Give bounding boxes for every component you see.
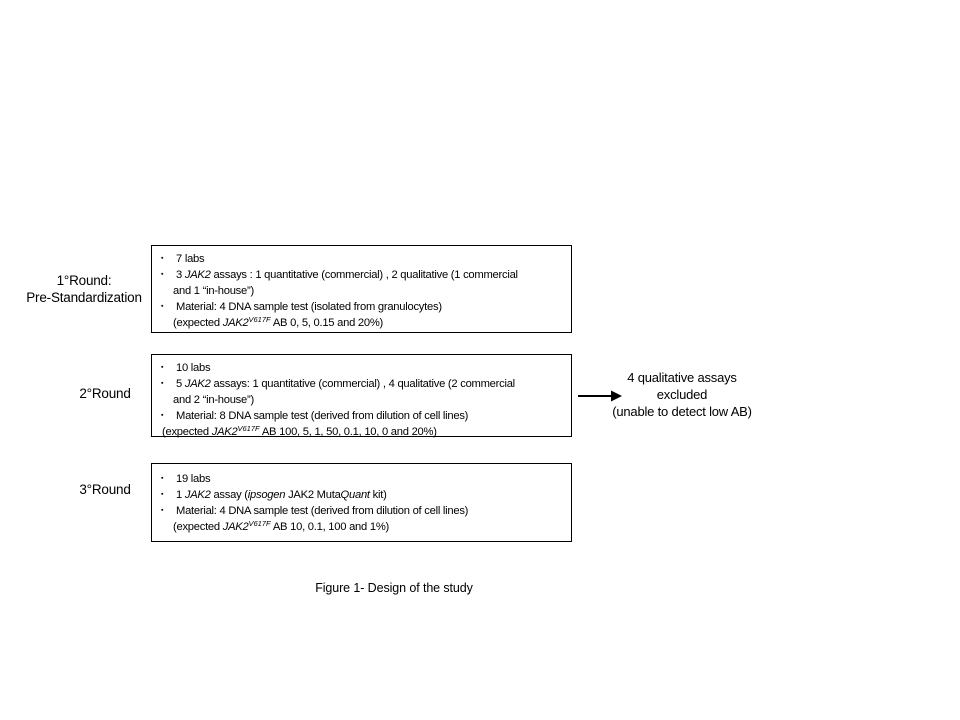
round-1-label: 1°Round: Pre-Standardization [10, 272, 158, 306]
text-segment: JAK2 [222, 317, 249, 329]
text-segment: AB 0, 5, 0.15 and 20%) [270, 317, 384, 329]
text-segment: 1 [176, 489, 185, 501]
text-segment: 7 labs [176, 253, 205, 265]
text-segment: JAK2 [184, 489, 211, 501]
text-segment: 3 [176, 269, 185, 281]
exclusion-note: 4 qualitative assays excluded (unable to… [592, 369, 772, 420]
text-segment: Quant [340, 489, 370, 501]
bullet-line: ▪ 1 JAK2 assay (ipsogen JAK2 MutaQuant ki… [152, 487, 571, 503]
bullet-marker-icon: ▪ [161, 380, 164, 387]
round-1-label-line2: Pre-Standardization [26, 290, 142, 305]
text-segment: AB 10, 0.1, 100 and 1%) [270, 521, 390, 533]
exclusion-note-line2: excluded [656, 387, 708, 402]
round-1-box: ▪ 7 labs ▪ 3 JAK2 assays : 1 quantitative (… [151, 245, 572, 333]
text-segment: assay ( [210, 489, 248, 501]
continuation-line: and 1 “in-house”) [152, 283, 571, 299]
text-segment: and 1 “in-house”) [173, 285, 254, 297]
round-2-box: ▪ 10 labs ▪ 5 JAK2 assays: 1 quantitative (… [151, 354, 572, 438]
text-segment: V617F [248, 519, 271, 528]
bullet-line: ▪ 3 JAK2 assays : 1 quantitative (commerc… [152, 267, 571, 283]
exclusion-note-line3: (unable to detect low AB) [612, 404, 752, 419]
bullet-line: ▪ 5 JAK2 assays: 1 quantitative (commerci… [152, 376, 571, 392]
continuation-line: (expected JAK2V617F AB 100, 5, 1, 50, 0.… [152, 424, 571, 441]
text-segment: 19 labs [176, 473, 211, 485]
bullet-marker-icon: ▪ [161, 255, 164, 262]
round-3-box: ▪ 19 labs ▪ 1 JAK2 assay (ipsogen JAK2 Muta… [151, 463, 572, 542]
bullet-marker-icon: ▪ [161, 303, 164, 310]
text-segment: Material: 8 DNA sample test (derived fro… [176, 410, 469, 422]
exclusion-note-line1: 4 qualitative assays [627, 370, 737, 385]
bullet-marker-icon: ▪ [161, 491, 164, 498]
text-segment: Material: 4 DNA sample test (isolated fr… [176, 301, 442, 313]
bullet-line: ▪ 19 labs [152, 471, 571, 487]
text-segment: 10 labs [176, 362, 211, 374]
round-3-label: 3°Round [30, 481, 180, 498]
text-segment: kit) [369, 489, 387, 501]
figure-caption: Figure 1- Design of the study [315, 581, 473, 595]
text-segment: and 2 “in-house”) [173, 394, 254, 406]
text-segment: JAK2 [211, 426, 238, 438]
text-segment: V617F [248, 315, 271, 324]
bullet-marker-icon: ▪ [161, 475, 164, 482]
round-1-label-line1: 1°Round: [56, 273, 112, 288]
text-segment: JAK2 [222, 521, 249, 533]
bullet-line: ▪ 7 labs [152, 251, 571, 267]
bullet-line: ▪ Material: 4 DNA sample test (isolated f… [152, 299, 571, 315]
bullet-line: ▪ 10 labs [152, 360, 571, 376]
text-segment: (expected [173, 317, 223, 329]
text-segment: (expected [173, 521, 223, 533]
bullet-marker-icon: ▪ [161, 412, 164, 419]
text-segment: (expected [162, 426, 212, 438]
continuation-line: (expected JAK2V617F AB 10, 0.1, 100 and … [152, 519, 571, 536]
bullet-line: ▪ Material: 8 DNA sample test (derived fr… [152, 408, 571, 424]
text-segment: assays: 1 quantitative (commercial) , 4 … [210, 378, 515, 390]
text-segment: JAK2 [184, 269, 211, 281]
text-segment: ipsogen [247, 489, 286, 501]
text-segment: 5 [176, 378, 185, 390]
text-segment: V617F [237, 424, 260, 433]
text-segment: assays : 1 quantitative (commercial) , 2… [210, 269, 518, 281]
bullet-marker-icon: ▪ [161, 507, 164, 514]
text-segment: JAK2 [184, 378, 211, 390]
round-3-label-line1: 3°Round [79, 482, 131, 497]
text-segment: JAK2 Muta [285, 489, 341, 501]
continuation-line: (expected JAK2V617F AB 0, 5, 0.15 and 20… [152, 315, 571, 332]
continuation-line: and 2 “in-house”) [152, 392, 571, 408]
round-2-label-line1: 2°Round [79, 386, 131, 401]
text-segment: Material: 4 DNA sample test (derived fro… [176, 505, 469, 517]
round-2-label: 2°Round [30, 385, 180, 402]
bullet-line: ▪ Material: 4 DNA sample test (derived fr… [152, 503, 571, 519]
bullet-marker-icon: ▪ [161, 271, 164, 278]
text-segment: AB 100, 5, 1, 50, 0.1, 10, 0 and 20%) [259, 426, 437, 438]
right-arrow-icon [578, 390, 622, 402]
bullet-marker-icon: ▪ [161, 364, 164, 371]
